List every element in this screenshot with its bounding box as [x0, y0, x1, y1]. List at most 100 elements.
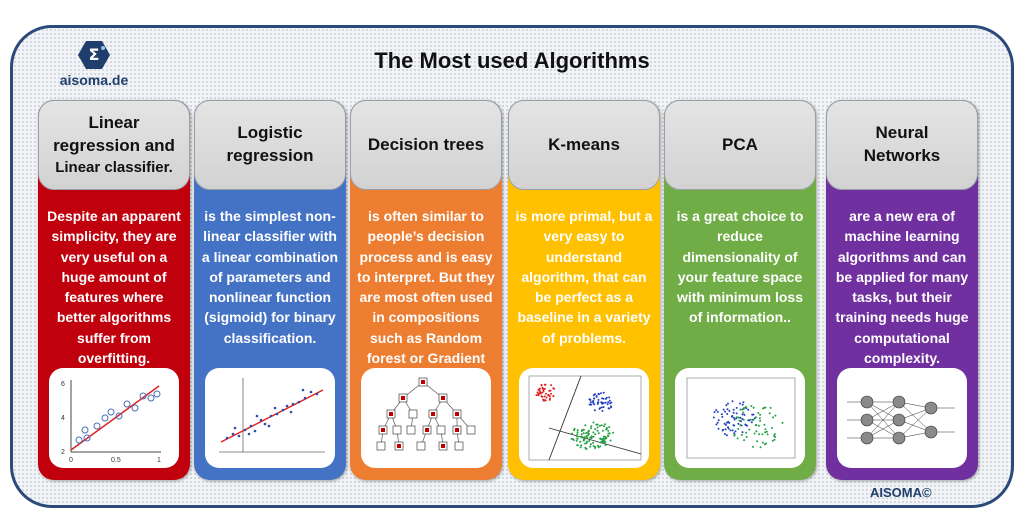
scatter-point: [547, 394, 550, 397]
scatter-point: [545, 392, 547, 395]
scatter-point: [732, 411, 735, 414]
scatter-point: [610, 405, 612, 408]
scatter-point: [715, 409, 718, 412]
card-title: PCA: [664, 100, 816, 190]
scatter-point: [600, 424, 603, 427]
scatter-point: [725, 434, 728, 437]
scatter-point: [604, 401, 607, 404]
scatter-point: [573, 429, 575, 432]
scatter-point: [728, 410, 731, 412]
scatter-point: [601, 429, 604, 432]
scatter-point: [541, 386, 544, 389]
scatter-point: [570, 437, 573, 440]
scatter-point: [597, 446, 600, 449]
scatter-point: [750, 421, 753, 424]
scatter-point: [713, 411, 716, 414]
scatter-point: [754, 416, 757, 419]
scatter-point: [580, 433, 583, 436]
scatter-point: [608, 396, 611, 399]
svg-text:Σ: Σ: [89, 45, 100, 64]
scatter-point: [600, 401, 603, 404]
scatter-point: [581, 428, 584, 431]
kmeans-thumbnail: [519, 368, 649, 468]
scatter-point: [733, 418, 736, 421]
scatter-point: [592, 435, 595, 438]
scatter-point: [746, 424, 748, 427]
scatter-point: [740, 433, 743, 436]
scatter-point: [768, 412, 771, 415]
card-title-line: PCA: [722, 134, 758, 154]
scatter-point: [724, 433, 726, 435]
scatter-point: [743, 413, 746, 416]
scatter-point: [774, 435, 777, 438]
scatter-point: [535, 394, 538, 397]
scatter-point: [589, 401, 592, 404]
scatter-point: [604, 443, 607, 446]
scatter-point: [576, 429, 579, 432]
scatter-point: [575, 439, 578, 442]
scatter-point: [726, 413, 729, 415]
scatter-point: [739, 402, 741, 405]
scatter-point: [717, 419, 720, 422]
sigma-logo-icon: Σ: [78, 41, 110, 69]
scatter-point: [592, 421, 595, 424]
scatter-point: [585, 448, 588, 450]
scatter-point: [585, 435, 588, 438]
card-title: Neural Networks: [826, 100, 978, 190]
scatter-point: [602, 391, 605, 394]
scatter-point: [598, 393, 600, 396]
aisoma-logo: Σ aisoma.de: [58, 40, 130, 88]
scatter-point: [587, 434, 590, 437]
scatter-point: [582, 432, 585, 435]
scatter-point: [583, 436, 586, 439]
scatter-point: [721, 429, 724, 432]
scatter-point: [600, 392, 602, 395]
scatter-point: [737, 422, 740, 425]
scatter-point: [738, 419, 741, 422]
scatter-point: [717, 427, 720, 430]
card-decision-trees: Decision trees is often similar to peopl…: [350, 100, 502, 480]
scatter-point: [752, 418, 755, 421]
scatter-point: [742, 407, 745, 410]
scatter-point: [748, 428, 751, 431]
scatter-point: [579, 446, 582, 449]
scatter-point: [715, 423, 718, 426]
scatter-point: [762, 407, 765, 410]
scatter-point: [764, 431, 767, 434]
card-title-line: Logistic: [237, 123, 303, 143]
scatter-point: [727, 402, 729, 405]
scatter-point: [579, 440, 582, 443]
card-description: are a new era of machine learning algori…: [835, 208, 969, 367]
scatter-point: [773, 438, 776, 441]
scatter-point: [538, 389, 541, 392]
scatter-point: [742, 418, 745, 421]
scatter-point: [544, 399, 547, 402]
card-description: Despite an apparent simplicity, they are…: [47, 208, 181, 367]
scatter-point: [754, 424, 757, 427]
scatter-point: [571, 432, 573, 435]
scatter-point: [764, 428, 767, 431]
scatter-point: [759, 413, 762, 416]
scatter-point: [552, 395, 555, 398]
card-linear-regression: Linear regression and Linear classifier.…: [38, 100, 190, 480]
scatter-point: [599, 441, 602, 444]
scatter-point: [597, 398, 600, 401]
scatter-point: [580, 444, 583, 447]
scatter-point: [756, 440, 759, 443]
scatter-point: [576, 444, 579, 447]
scatter-point: [585, 442, 588, 444]
scatter-point: [609, 439, 612, 442]
scatter-point: [576, 433, 579, 436]
scatter-point: [588, 398, 591, 401]
scatter-point: [592, 394, 595, 397]
scatter-point: [725, 423, 727, 426]
scatter-point: [731, 414, 734, 417]
scatter-point: [603, 440, 606, 443]
scatter-point: [588, 429, 590, 432]
scatter-point: [742, 411, 745, 414]
scatter-point: [723, 422, 726, 425]
scatter-point: [739, 424, 742, 427]
scatter-point: [747, 408, 750, 411]
x-tick-label: 1: [157, 457, 161, 464]
scatter-point: [774, 414, 777, 417]
